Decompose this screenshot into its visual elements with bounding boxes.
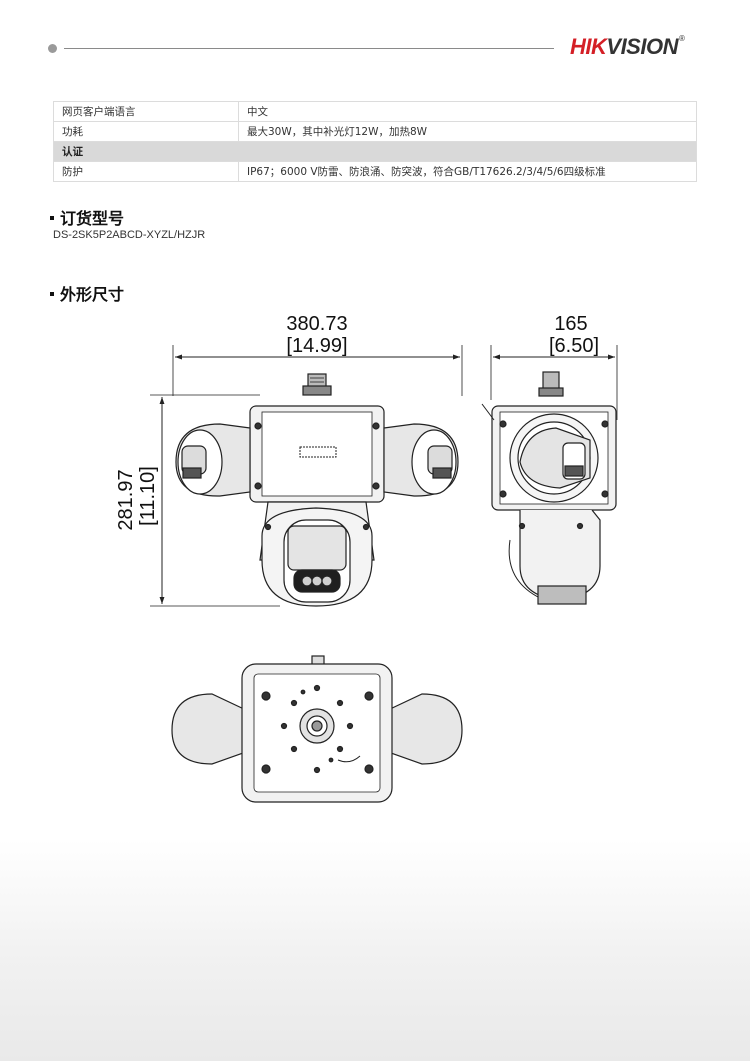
bullet-icon [50,291,54,296]
table-row: 防护 IP67；6000 V防雷、防浪涌、防突波，符合GB/T17626.2/3… [53,161,697,182]
section-title-dimensions: 外形尺寸 [50,281,124,305]
side-view-drawing [481,345,618,605]
hikvision-logo: HIKVISION® [570,34,685,59]
bottom-view-drawing [171,655,463,803]
width-mm-label: 380.73 [286,313,347,335]
section-title-order: 订货型号 [50,205,124,229]
front-view-drawing [150,345,463,607]
depth-mm-label: 165 [554,313,587,335]
header-rule [64,48,554,49]
model-number: DS-2SK5P2ABCD-XYZL/HZJR [53,229,206,241]
header-dot [48,44,57,53]
table-category-row: 认证 [53,141,697,162]
height-inch-label: [11.10] [137,466,159,526]
bullet-icon [50,215,54,220]
width-inch-label: [14.99] [286,335,347,357]
height-mm-label: 281.97 [115,469,137,530]
spec-value: IP67；6000 V防雷、防浪涌、防突波，符合GB/T17626.2/3/4/… [238,161,697,182]
spec-table: 网页客户端语言 中文 功耗 最大30W，其中补光灯12W，加热8W 认证 防护 … [53,101,697,182]
spec-category: 认证 [53,141,697,162]
depth-inch-label: [6.50] [549,335,599,357]
spec-key: 功耗 [53,121,239,142]
